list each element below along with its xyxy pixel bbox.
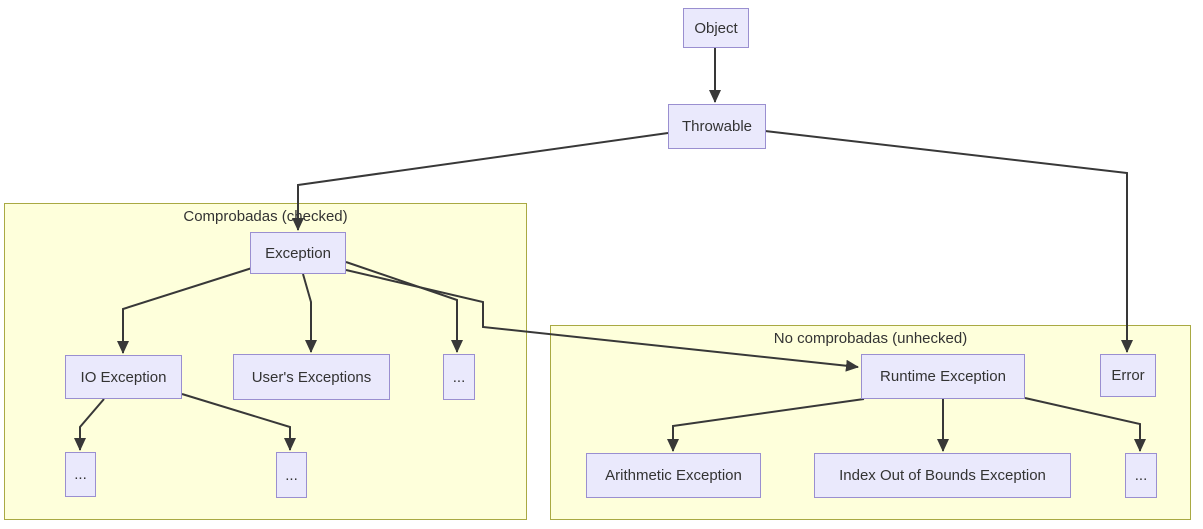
node-index-out-of-bounds-label: Index Out of Bounds Exception bbox=[839, 467, 1046, 484]
node-runtime-more-label: ... bbox=[1134, 467, 1148, 484]
node-io-more-right-label: ... bbox=[285, 466, 298, 484]
node-arithmetic-exception: Arithmetic Exception bbox=[586, 453, 761, 498]
group-unchecked-title: No comprobadas (unhecked) bbox=[773, 330, 968, 347]
node-users-exceptions-label: User's Exceptions bbox=[251, 368, 372, 386]
node-runtime-exception: Runtime Exception bbox=[861, 354, 1025, 399]
node-io-exception: IO Exception bbox=[65, 355, 182, 399]
group-checked-title: Comprobadas (checked) bbox=[183, 208, 348, 225]
node-io-more-left: ... bbox=[65, 452, 96, 497]
node-exception-more-label: ... bbox=[452, 368, 466, 386]
node-arithmetic-exception-label: Arithmetic Exception bbox=[605, 467, 742, 484]
edge-throwable-error bbox=[764, 130, 1133, 353]
node-object: Object bbox=[683, 8, 749, 48]
node-object-label: Object bbox=[694, 19, 738, 37]
node-exception-label: Exception bbox=[265, 244, 331, 262]
node-throwable-label: Throwable bbox=[681, 118, 753, 135]
node-runtime-more: ... bbox=[1125, 453, 1157, 498]
node-exception-more: ... bbox=[443, 354, 475, 400]
node-throwable: Throwable bbox=[668, 104, 766, 149]
node-runtime-exception-label: Runtime Exception bbox=[880, 368, 1006, 385]
node-index-out-of-bounds: Index Out of Bounds Exception bbox=[814, 453, 1071, 498]
node-io-exception-label: IO Exception bbox=[80, 368, 167, 386]
node-io-more-left-label: ... bbox=[74, 466, 87, 483]
node-users-exceptions: User's Exceptions bbox=[233, 354, 390, 400]
node-error: Error bbox=[1100, 354, 1156, 397]
node-exception: Exception bbox=[250, 232, 346, 274]
node-io-more-right: ... bbox=[276, 452, 307, 498]
node-error-label: Error bbox=[1111, 367, 1145, 384]
